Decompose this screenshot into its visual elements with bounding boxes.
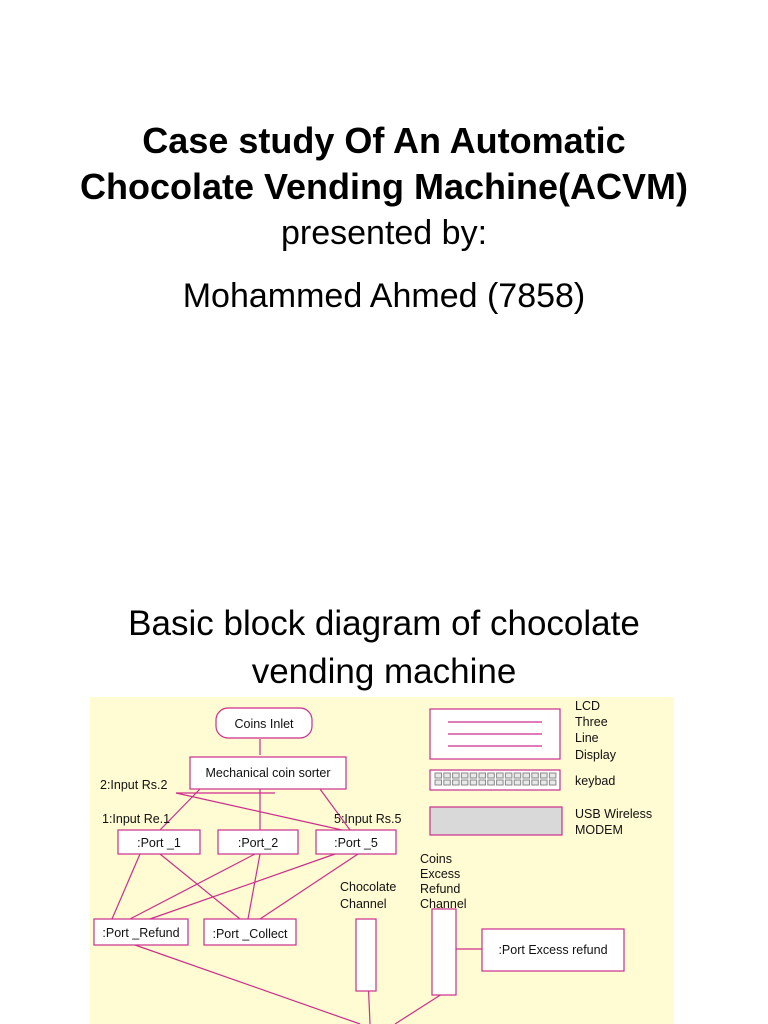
port-excess-refund-label: :Port Excess refund bbox=[498, 943, 607, 957]
keypad-key bbox=[540, 779, 548, 786]
coins-inlet-box bbox=[215, 707, 313, 739]
keypad-key bbox=[434, 772, 442, 779]
keypad-key bbox=[548, 772, 557, 779]
connector-port2-refund bbox=[129, 853, 256, 920]
port-1-box bbox=[117, 829, 201, 855]
keypad-keys bbox=[434, 772, 557, 786]
keypad-key bbox=[548, 779, 557, 786]
modem-box bbox=[429, 806, 563, 836]
title-line-1: Case study Of An Automatic bbox=[142, 120, 626, 161]
lcd-label-3: Line bbox=[575, 731, 599, 745]
lcd-label-2: Three bbox=[575, 715, 608, 729]
connector-port1-collect bbox=[159, 853, 241, 920]
chocolate-channel-label-2: Channel bbox=[340, 897, 387, 911]
modem-label-2: MODEM bbox=[575, 823, 623, 837]
lcd-label-1: LCD bbox=[575, 699, 600, 713]
port-collect-box bbox=[203, 918, 297, 946]
keypad-key bbox=[469, 779, 478, 786]
input-re1-label: 1:Input Re.1 bbox=[102, 812, 170, 826]
keypad-label: keybad bbox=[575, 774, 615, 788]
connector-sorter-port5 bbox=[319, 788, 351, 831]
diagram-heading-line-1: Basic block diagram of chocolate bbox=[128, 604, 640, 643]
keypad-key bbox=[434, 779, 442, 786]
keypad-key bbox=[531, 779, 539, 786]
keypad-key bbox=[443, 772, 451, 779]
keypad-key bbox=[487, 779, 495, 786]
connector-sorter-port1 bbox=[159, 788, 201, 831]
coins-inlet-label: Coins Inlet bbox=[234, 717, 294, 731]
input-rs5-label: 5:Input Rs.5 bbox=[334, 812, 401, 826]
excess-label-1: Coins bbox=[420, 852, 452, 866]
slide-title: Case study Of An Automatic Chocolate Ven… bbox=[0, 118, 768, 210]
connector-port5-refund bbox=[149, 853, 336, 920]
diagram-heading: Basic block diagram of chocolate vending… bbox=[0, 600, 768, 696]
port-2-label: :Port_2 bbox=[238, 836, 278, 850]
keypad-key bbox=[496, 779, 504, 786]
coin-sorter-box bbox=[189, 756, 347, 790]
keypad-key bbox=[478, 772, 486, 779]
keypad-key bbox=[460, 779, 469, 786]
excess-label-4: Channel bbox=[420, 897, 467, 911]
port-5-box bbox=[315, 829, 397, 855]
block-diagram: Coins Inlet Mechanical coin sorter 2:Inp… bbox=[90, 697, 674, 1024]
title-line-2: Chocolate Vending Machine(ACVM) bbox=[79, 166, 689, 207]
port-collect-label: :Port _Collect bbox=[212, 927, 288, 941]
keypad-key bbox=[496, 772, 504, 779]
port-2-box bbox=[217, 829, 299, 855]
input-rs2-label: 2:Input Rs.2 bbox=[100, 778, 167, 792]
keypad-key bbox=[540, 772, 548, 779]
chocolate-channel-box bbox=[355, 918, 377, 992]
chocolate-channel-label-1: Chocolate bbox=[340, 880, 396, 894]
keypad-key bbox=[522, 779, 530, 786]
connector-port1-refund bbox=[111, 853, 141, 920]
keypad-key bbox=[504, 772, 513, 779]
keypad-key bbox=[513, 772, 522, 779]
modem-label-1: USB Wireless bbox=[575, 807, 652, 821]
keypad-key bbox=[443, 779, 451, 786]
keypad-key bbox=[452, 772, 460, 779]
port-1-label: :Port _1 bbox=[137, 836, 181, 850]
keypad-key bbox=[513, 779, 522, 786]
port-refund-label: :Port _Refund bbox=[102, 926, 179, 940]
keypad-key bbox=[452, 779, 460, 786]
diagram-heading-line-2: vending machine bbox=[251, 652, 517, 691]
keypad-key bbox=[487, 772, 495, 779]
connector-refund-bottom bbox=[134, 944, 361, 1024]
connector-port5-collect bbox=[259, 853, 359, 920]
keypad-key bbox=[469, 772, 478, 779]
port-refund-box bbox=[93, 918, 189, 946]
port-5-label: :Port _5 bbox=[334, 836, 378, 850]
lcd-label-4: Display bbox=[575, 748, 617, 762]
keypad-key bbox=[531, 772, 539, 779]
presented-by-label: presented by: bbox=[280, 214, 488, 252]
connector-rs2-port5 bbox=[175, 792, 343, 831]
presenter-name: Mohammed Ahmed (7858) bbox=[182, 277, 586, 315]
keypad-key bbox=[522, 772, 530, 779]
excess-label-2: Excess bbox=[420, 867, 460, 881]
port-excess-refund-box bbox=[481, 928, 625, 972]
keypad-key bbox=[460, 772, 469, 779]
coin-sorter-label: Mechanical coin sorter bbox=[205, 766, 330, 780]
excess-label-3: Refund bbox=[420, 882, 460, 896]
excess-channel-box bbox=[431, 908, 457, 996]
connector-port2-collect bbox=[247, 853, 261, 920]
block-diagram-svg: Coins Inlet Mechanical coin sorter 2:Inp… bbox=[93, 699, 652, 1024]
keypad-key bbox=[504, 779, 513, 786]
keypad-key bbox=[478, 779, 486, 786]
connector-excess-bottom bbox=[394, 993, 443, 1024]
